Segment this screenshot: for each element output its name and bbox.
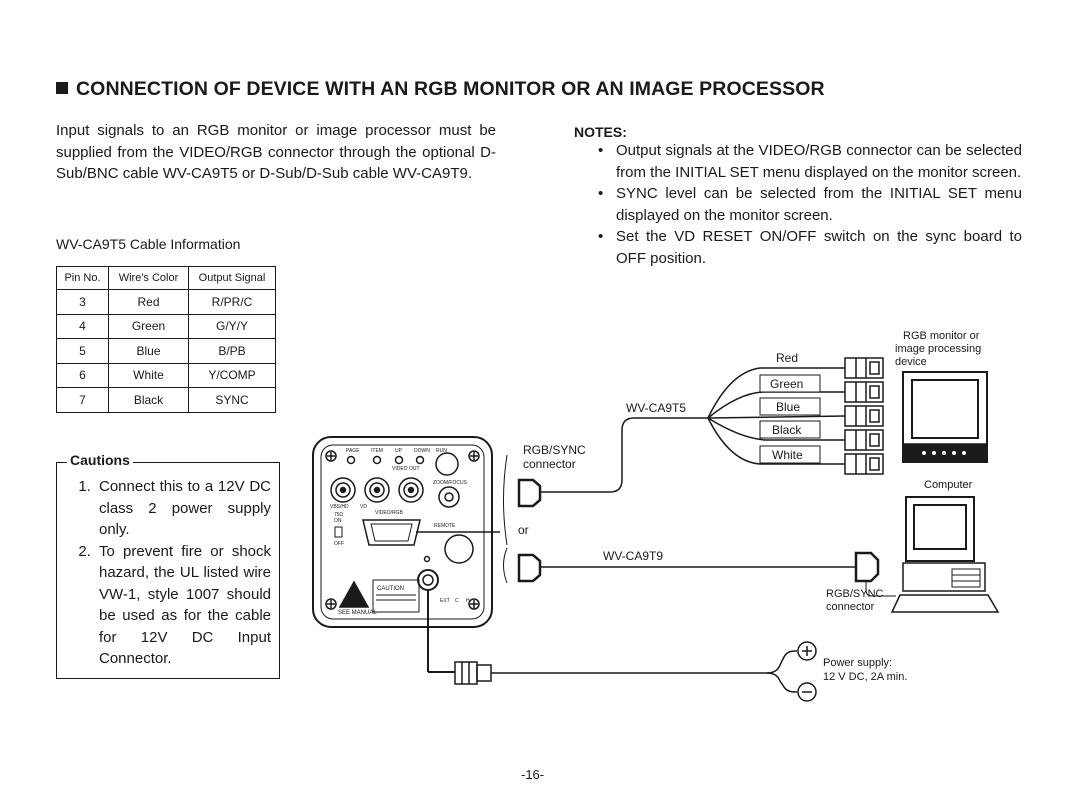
rgbsync-pc-label: RGB/SYNC [826, 588, 884, 600]
minus-terminal-icon [797, 682, 817, 702]
table-cell: 5 [56, 338, 109, 364]
panel-label: DOWN [414, 448, 430, 454]
wire-label-black: Black [772, 423, 802, 437]
wire-label-red: Red [776, 351, 798, 365]
table-cell: Black [108, 387, 189, 413]
panel-label: CAUTION [377, 586, 404, 592]
pc-cable [865, 581, 896, 597]
monitor-label: RGB monitor or [903, 330, 980, 342]
camera-rear-panel: PAGE ITEM UP DOWN RUN VIDEO OUT ZOOM/FOC… [312, 436, 493, 628]
cable-label-t5: WV-CA9T5 [626, 401, 686, 415]
heading-text: CONNECTION OF DEVICE WITH AN RGB MONITOR… [76, 78, 825, 100]
wire-fanout [707, 367, 846, 465]
connector-brace [503, 454, 508, 546]
panel-label: REMOTE [434, 523, 456, 529]
table-row: 7 Black SYNC [56, 387, 276, 413]
table-cell: Green [108, 313, 189, 339]
panel-label: VBS/HD [330, 504, 349, 510]
table-header-cell: Output Signal [188, 266, 276, 290]
caution-item: To prevent fire or shock hazard, the UL … [95, 541, 271, 670]
table-cell: SYNC [188, 387, 276, 413]
table-cell: 7 [56, 387, 109, 413]
panel-label: VIDEO OUT [392, 466, 420, 472]
page-number: -16- [521, 767, 545, 782]
panel-label: H [466, 598, 470, 604]
cable-label-t9: WV-CA9T9 [603, 549, 663, 563]
table-caption: WV-CA9T5 Cable Information [56, 236, 241, 252]
table-cell: Blue [108, 338, 189, 364]
wire-label-green: Green [770, 377, 803, 391]
note-item: Output signals at the VIDEO/RGB connecto… [598, 140, 1022, 183]
panel-label: PAGE [346, 448, 360, 454]
or-label: or [518, 523, 529, 537]
table-cell: 6 [56, 362, 109, 388]
note-item: SYNC level can be selected from the INIT… [598, 183, 1022, 226]
table-cell: 4 [56, 313, 109, 339]
heading-bullet-icon [56, 82, 68, 94]
cautions-top-rule [57, 462, 279, 463]
cautions-title: Cautions [67, 452, 133, 468]
monitor-label: image processing [895, 343, 981, 355]
computer-label: Computer [924, 479, 973, 491]
panel-label: VIDEO/RGB [375, 510, 403, 516]
panel-label: ZOOM/FOCUS [433, 480, 468, 486]
panel-label: ITEM [371, 448, 383, 454]
computer-icon [890, 496, 1000, 613]
dsub-connector-pc [854, 551, 880, 583]
rgbsync-label: RGB/SYNC [523, 443, 586, 457]
table-header-cell: Pin No. [56, 266, 109, 290]
power-label: 12 V DC, 2A min. [823, 671, 907, 683]
cautions-box: Cautions Connect this to a 12V DC class … [56, 452, 280, 679]
intro-paragraph: Input signals to an RGB monitor or image… [56, 120, 496, 185]
monitor-label: device [895, 356, 927, 368]
rgbsync-label: connector [523, 457, 576, 471]
power-plug [454, 661, 492, 685]
panel-label: UP [395, 448, 403, 454]
panel-label: OFF [334, 541, 344, 547]
section-heading: CONNECTION OF DEVICE WITH AN RGB MONITOR… [56, 78, 825, 101]
table-row: 5 Blue B/PB [56, 338, 276, 364]
dsub-connector-upper [517, 478, 542, 508]
caution-item: Connect this to a 12V DC class 2 power s… [95, 476, 271, 541]
panel-label: ON [334, 518, 342, 524]
rgbsync-pc-label: connector [826, 601, 875, 613]
bnc-plugs [844, 357, 884, 475]
cable-info-table: Pin No. Wire's Color Output Signal 3 Red… [56, 266, 276, 413]
connector-brace [503, 547, 508, 584]
note-item: Set the VD RESET ON/OFF switch on the sy… [598, 226, 1022, 269]
power-label: Power supply: [823, 657, 892, 669]
notes-list: Output signals at the VIDEO/RGB connecto… [598, 140, 1022, 269]
power-cable [491, 650, 797, 674]
wire-label-blue: Blue [776, 400, 800, 414]
table-row: 4 Green G/Y/Y [56, 313, 276, 339]
wire-label-white: White [772, 448, 803, 462]
panel-label: VD [360, 504, 367, 510]
cautions-list: Connect this to a 12V DC class 2 power s… [57, 476, 279, 670]
panel-label: 75Ω [334, 512, 344, 518]
intro-text: Input signals to an RGB monitor or image… [56, 122, 496, 182]
rgb-monitor-icon [902, 371, 988, 463]
panel-label: RUN [436, 448, 447, 454]
panel-label: C [455, 598, 459, 604]
panel-label: SEE MANUAL [338, 610, 377, 616]
power-cable [766, 672, 797, 693]
table-cell: Y/COMP [188, 362, 276, 388]
plus-terminal-icon [797, 641, 817, 661]
panel-label: EXT [440, 598, 450, 604]
notes-title: NOTES: [574, 124, 627, 140]
table-header-row: Pin No. Wire's Color Output Signal [56, 266, 276, 290]
table-cell: B/PB [188, 338, 276, 364]
cable-wv-ca9t5 [540, 417, 710, 493]
dsub-connector-lower [517, 553, 542, 583]
